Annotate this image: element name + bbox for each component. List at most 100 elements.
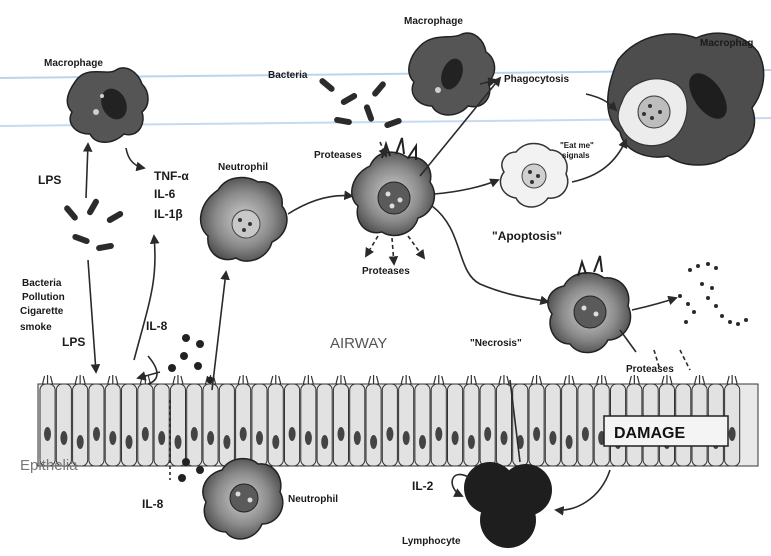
epithelial-nucleus [175,435,182,449]
epithelial-nucleus [109,431,116,445]
epithelial-cell [89,384,104,466]
epithelial-nucleus [419,435,426,449]
epithelial-nucleus [240,427,247,441]
engulfed-cell [638,96,670,128]
epithelial-nucleus [321,435,328,449]
epithelial-nucleus [452,431,459,445]
epithelial-cell [382,384,397,466]
epithelial-nucleus [370,435,377,449]
epithelial-nucleus [582,427,589,441]
epithelial-cell [333,384,348,466]
epithelial-cell [268,384,283,466]
epithelial-cell [545,384,560,466]
epithelial-nucleus [223,435,230,449]
label-phagocytosis: Phagocytosis [504,74,569,85]
cilia [564,375,574,384]
cilia [532,375,542,384]
epithelial-nucleus [305,431,312,445]
epithelial-cell [366,384,381,466]
cilia [75,375,85,384]
epithelial-cell [236,384,251,466]
label-macrophage-top: Macrophage [404,16,463,27]
bacteria-cluster-top [318,77,402,129]
cilia [271,375,281,384]
cilia [662,375,672,384]
cilia [369,375,379,384]
cell-debris [678,262,748,326]
epithelial-cell [562,384,577,466]
epithelial-cell [122,384,137,466]
epithelial-nucleus [566,435,573,449]
label-bacteria-1: Bacteria [22,278,62,289]
epithelial-nucleus [501,431,508,445]
cilia [108,375,118,384]
epithelial-cell [203,384,218,466]
cilia [303,375,313,384]
label-il8-top: IL-8 [146,319,168,333]
label-necrosis: "Necrosis" [470,338,522,349]
epithelial-cell [170,384,185,466]
epithelial-nucleus [549,431,556,445]
cilia [238,375,248,384]
label-damage: DAMAGE [614,425,685,442]
cilia [499,375,509,384]
cilia [173,375,183,384]
label-proteases-right: Proteases [626,364,674,375]
epithelial-nucleus [354,431,361,445]
epithelial-nucleus [338,427,345,441]
label-macrophage-left: Macrophage [44,58,103,69]
label-bacteria-4: smoke [20,322,52,333]
apoptotic-cell [500,144,567,208]
macrophage-left [67,68,148,142]
label-bacteria-2: Pollution [22,292,65,303]
label-lymphocyte: Lymphocyte [402,536,461,547]
label-neutrophil-bottom: Neutrophil [288,494,338,505]
epithelial-nucleus [44,427,51,441]
epithelial-cell [431,384,446,466]
epithelial-cell [56,384,71,466]
label-proteases-mid: Proteases [362,266,410,277]
label-eat-me-2: signals [562,151,590,160]
epithelial-cell [219,384,234,466]
epithelial-cell [285,384,300,466]
epithelial-nucleus [484,427,491,441]
label-proteases-top: Proteases [314,150,362,161]
cilia [401,375,411,384]
epithelial-nucleus [158,431,165,445]
label-lps-top: LPS [38,173,61,187]
label-il6: IL-6 [154,187,176,201]
epithelial-cell [529,384,544,466]
label-il2: IL-2 [412,479,434,493]
label-apoptosis: "Apoptosis" [492,229,562,243]
label-neutrophil-top: Neutrophil [218,162,268,173]
cilia [629,375,639,384]
epithelial-nucleus [256,431,263,445]
epithelial-cell [154,384,169,466]
epithelial-cell [138,384,153,466]
label-il8-bottom: IL-8 [142,497,164,511]
epithelial-nucleus [289,427,296,441]
epithelial-nucleus [403,431,410,445]
epithelial-cell [317,384,332,466]
epithelial-nucleus [435,427,442,441]
epithelial-cell [252,384,267,466]
cilia [466,375,476,384]
epithelial-cell [105,384,120,466]
epithelial-nucleus [386,427,393,441]
cilia [597,375,607,384]
cilia [43,375,53,384]
cilia [336,375,346,384]
epithelial-cell [578,384,593,466]
label-airway: AIRWAY [330,335,387,352]
label-epithelia: Epithelia [20,457,78,474]
label-il1b: IL-1β [154,207,183,221]
epithelial-nucleus [207,431,214,445]
epithelial-cell [350,384,365,466]
label-lps-bottom: LPS [62,335,85,349]
label-tnf: TNF-α [154,169,189,183]
epithelial-nucleus [60,431,67,445]
lymphocytes [464,462,552,548]
macrophage-top [409,33,495,115]
